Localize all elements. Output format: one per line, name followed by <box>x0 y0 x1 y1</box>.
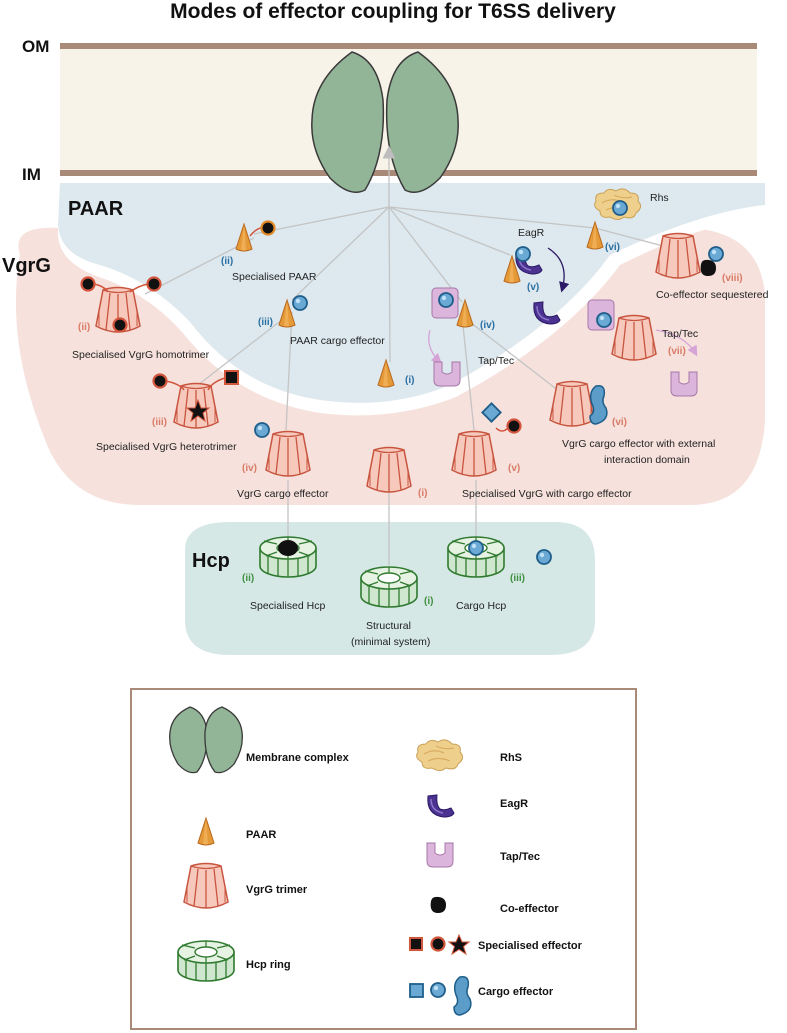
structural-vgrg <box>366 446 412 493</box>
structural-label-2: (minimal system) <box>351 636 430 648</box>
legend-specialised-effector-icons <box>409 933 471 956</box>
roman-viii: (viii) <box>722 273 743 284</box>
vgrg-tap-tec <box>587 299 698 397</box>
roman-i-paar: (i) <box>405 375 414 386</box>
rhs-label: Rhs <box>650 192 669 204</box>
roman-iii-paar: (iii) <box>258 317 273 328</box>
roman-ii-paar: (ii) <box>221 256 233 267</box>
roman-v-vgrg: (v) <box>508 463 520 474</box>
specialised-vgrg-with-cargo <box>451 402 522 477</box>
roman-v-paar: (v) <box>527 282 539 293</box>
roman-i-hcp: (i) <box>424 596 433 607</box>
roman-ii-hcp: (ii) <box>242 573 254 584</box>
outer-membrane <box>60 43 757 49</box>
paar-zone-label: PAAR <box>68 198 124 220</box>
external-domain-label-2: interaction domain <box>604 454 690 466</box>
specialised-hcp-label: Specialised Hcp <box>250 600 325 612</box>
figure-title: Modes of effector coupling for T6SS deli… <box>170 0 616 23</box>
vgrg-zone-label: VgrG <box>2 255 51 277</box>
legend-specialised-effector: Specialised effector <box>478 940 583 952</box>
roman-iii-vgrg: (iii) <box>152 417 167 428</box>
co-effector-sequestered-label: Co-effector sequestered <box>656 289 769 301</box>
tap-tec-right-label: Tap/Tec <box>662 328 698 340</box>
tap-tec-paar <box>428 287 474 387</box>
legend-vgrg-icon <box>183 862 229 909</box>
roman-iv-paar: (iv) <box>480 320 495 331</box>
cargo-hcp-label: Cargo Hcp <box>456 600 506 612</box>
homotrimer-label: Specialised VgrG homotrimer <box>72 349 210 361</box>
legend-hcp-icon <box>177 940 235 982</box>
roman-vi-paar: (vi) <box>605 242 620 253</box>
external-domain-label-1: VgrG cargo effector with external <box>562 438 715 450</box>
im-label: IM <box>22 165 41 184</box>
hcp-zone-label: Hcp <box>192 550 230 572</box>
legend-vgrg-trimer: VgrG trimer <box>246 884 308 896</box>
legend-membrane-complex-icon <box>169 706 243 774</box>
heterotrimer-label: Specialised VgrG heterotrimer <box>96 441 237 453</box>
roman-vi-vgrg: (vi) <box>612 417 627 428</box>
eagr-paar <box>503 246 570 325</box>
specialised-vgrg-with-cargo-label: Specialised VgrG with cargo effector <box>462 488 632 500</box>
specialised-paar <box>235 220 276 252</box>
legend-eagr: EagR <box>500 798 528 810</box>
legend-co-effector: Co-effector <box>500 903 559 915</box>
roman-iii-hcp: (iii) <box>510 573 525 584</box>
specialised-paar-label: Specialised PAAR <box>232 271 317 283</box>
vgrg-external-domain <box>549 380 608 427</box>
tap-tec-left-label: Tap/Tec <box>478 355 514 367</box>
legend-rhs-icon <box>416 739 464 772</box>
connection-lines <box>144 145 679 565</box>
paar-zone <box>58 183 765 403</box>
paar-vgrg-gap <box>58 205 765 416</box>
legend-co-effector-icon <box>430 896 446 913</box>
om-label: OM <box>22 37 49 56</box>
legend-membrane-complex: Membrane complex <box>246 752 350 764</box>
roman-ii-vgrg: (ii) <box>78 322 90 333</box>
specialised-vgrg-homotrimer <box>80 276 162 333</box>
paar-cargo-effector-label: PAAR cargo effector <box>290 335 385 347</box>
membrane-complex <box>311 51 459 193</box>
vgrg-cargo-effector-label: VgrG cargo effector <box>237 488 329 500</box>
legend-paar: PAAR <box>246 829 276 841</box>
specialised-vgrg-heterotrimer <box>152 370 239 429</box>
roman-iv-vgrg: (iv) <box>242 463 257 474</box>
legend-hcp-ring: Hcp ring <box>246 959 291 971</box>
specialised-hcp <box>259 536 317 578</box>
legend-tap-tec: Tap/Tec <box>500 851 540 863</box>
structural-hcp <box>360 566 418 608</box>
structural-label-1: Structural <box>366 620 411 632</box>
legend-cargo-effector: Cargo effector <box>478 986 554 998</box>
legend-cargo-effector-icons <box>409 975 472 1016</box>
roman-vii: (vii) <box>668 346 686 357</box>
legend-rhs: RhS <box>500 752 522 764</box>
roman-i-vgrg: (i) <box>418 488 427 499</box>
eagr-label: EagR <box>518 227 545 239</box>
